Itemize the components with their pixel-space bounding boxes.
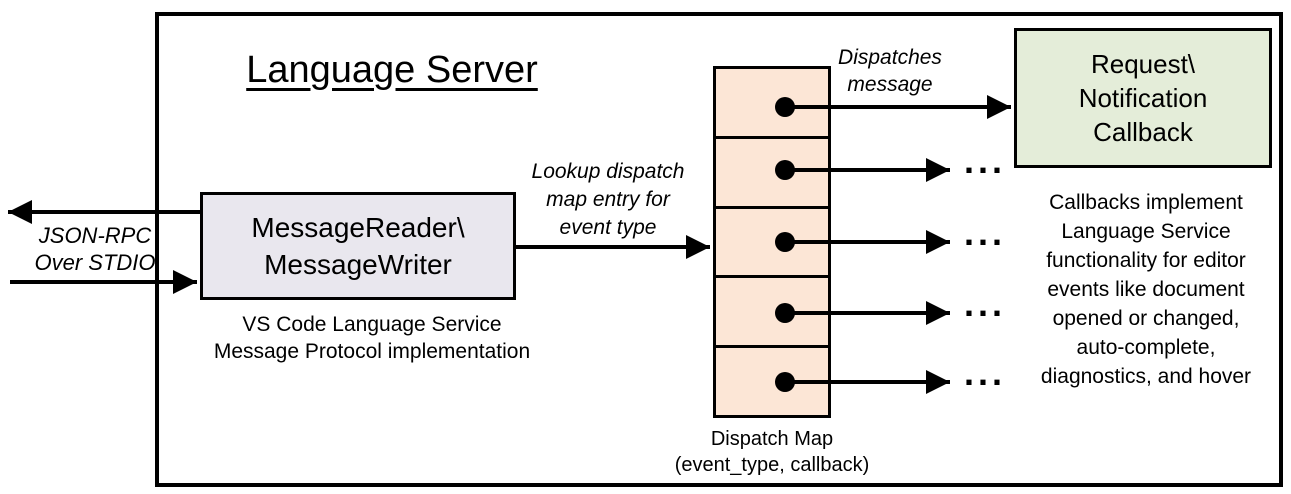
dispatch-map-cell <box>716 139 828 209</box>
lookup-dispatch-label: Lookup dispatch map entry for event type <box>531 160 685 239</box>
dispatch-map-caption: Dispatch Map (event_type, callback) <box>674 428 870 476</box>
map-entry-dot-4 <box>775 303 795 323</box>
map-entry-dot-3 <box>775 232 795 252</box>
request-notification-callback-label: Request\ Notification Callback <box>1078 49 1208 147</box>
ellipsis-row-2: ... <box>964 140 1007 181</box>
map-entry-dot-2 <box>775 160 795 180</box>
json-rpc-stdio-label: JSON-RPC Over STDIO <box>34 223 156 275</box>
ellipsis-row-3: ... <box>964 212 1007 253</box>
map-entry-dot-5 <box>775 372 795 392</box>
dispatch-map-cell <box>716 209 828 279</box>
message-reader-writer-label: MessageReader\ MessageWriter <box>251 212 465 280</box>
dispatch-map-cell <box>716 69 828 139</box>
dispatches-message-label: Dispatches message <box>838 46 942 96</box>
reader-caption: VS Code Language Service Message Protoco… <box>213 313 531 363</box>
ellipsis-row-4: ... <box>964 283 1007 324</box>
dispatch-map-cell <box>716 278 828 349</box>
ellipsis-row-5: ... <box>964 352 1007 393</box>
message-reader-writer-box: MessageReader\ MessageWriter <box>200 192 516 300</box>
request-notification-callback-box: Request\ Notification Callback <box>1014 28 1272 168</box>
diagram-title: Language Server <box>246 49 538 91</box>
map-entry-dot-1 <box>775 97 795 117</box>
callbacks-note: Callbacks implement Language Service fun… <box>1040 191 1252 388</box>
